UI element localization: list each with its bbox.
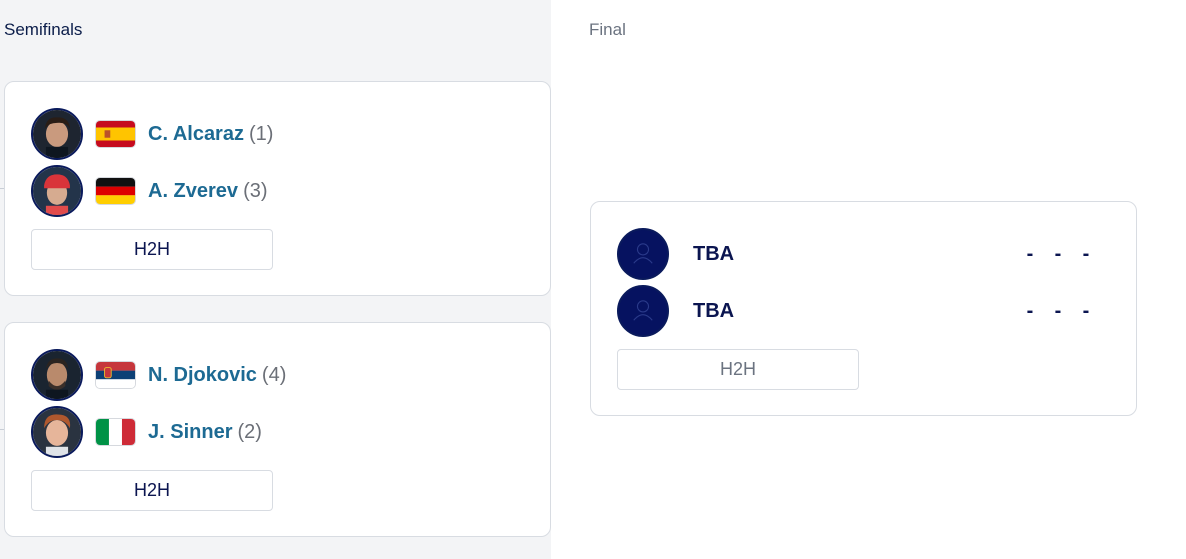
alcaraz-avatar <box>31 108 83 160</box>
player-name: TBA <box>693 299 735 322</box>
player-row: TBA <box>617 228 734 280</box>
set-score: - <box>1082 300 1090 322</box>
player-seed: (3) <box>243 179 268 202</box>
player-name[interactable]: N. Djokovic <box>148 363 257 386</box>
placeholder-player-icon <box>617 228 669 280</box>
player-seed: (4) <box>261 363 287 386</box>
bracket-connector <box>0 429 4 430</box>
set-score: - <box>1054 243 1062 265</box>
sinner-avatar <box>31 406 83 458</box>
set-score: - <box>1026 300 1034 322</box>
player-seed: (2) <box>237 420 262 443</box>
semifinal-match-card-1[interactable]: C. Alcaraz (1) A. Zverev (3) <box>4 81 551 296</box>
player-row[interactable]: A. Zverev (3) <box>31 165 268 217</box>
player-row[interactable]: C. Alcaraz (1) <box>31 108 273 160</box>
semifinal-match-card-2[interactable]: N. Djokovic (4) J. Sinner (2) <box>4 322 551 537</box>
semifinals-title: Semifinals <box>4 20 83 39</box>
h2h-button[interactable]: H2H <box>31 229 273 270</box>
h2h-button[interactable]: H2H <box>617 349 859 390</box>
player-seed: (1) <box>248 122 274 145</box>
player-name[interactable]: C. Alcaraz <box>148 122 244 145</box>
final-column: Final TBA --- TBA --- <box>551 0 1186 559</box>
semifinals-column: Semifinals C. Alcaraz <box>0 0 551 559</box>
h2h-button[interactable]: H2H <box>31 470 273 511</box>
player-name[interactable]: J. Sinner <box>148 420 233 443</box>
player-name: TBA <box>693 242 735 265</box>
score-sets: --- <box>1016 300 1100 323</box>
placeholder-player-icon <box>617 285 669 337</box>
final-title: Final <box>589 20 626 39</box>
bracket-connector <box>0 188 4 189</box>
player-row[interactable]: N. Djokovic (4) <box>31 349 286 401</box>
player-name[interactable]: A. Zverev <box>148 179 239 202</box>
set-score: - <box>1054 300 1062 322</box>
score-sets: --- <box>1016 243 1100 266</box>
serbia-flag <box>95 361 136 389</box>
djokovic-avatar <box>31 349 83 401</box>
player-row: TBA <box>617 285 734 337</box>
spain-flag <box>95 120 136 148</box>
player-row[interactable]: J. Sinner (2) <box>31 406 262 458</box>
set-score: - <box>1082 243 1090 265</box>
final-match-card[interactable]: TBA --- TBA --- H2H <box>590 201 1137 416</box>
set-score: - <box>1026 243 1034 265</box>
italy-flag <box>95 418 136 446</box>
zverev-avatar <box>31 165 83 217</box>
germany-flag <box>95 177 136 205</box>
